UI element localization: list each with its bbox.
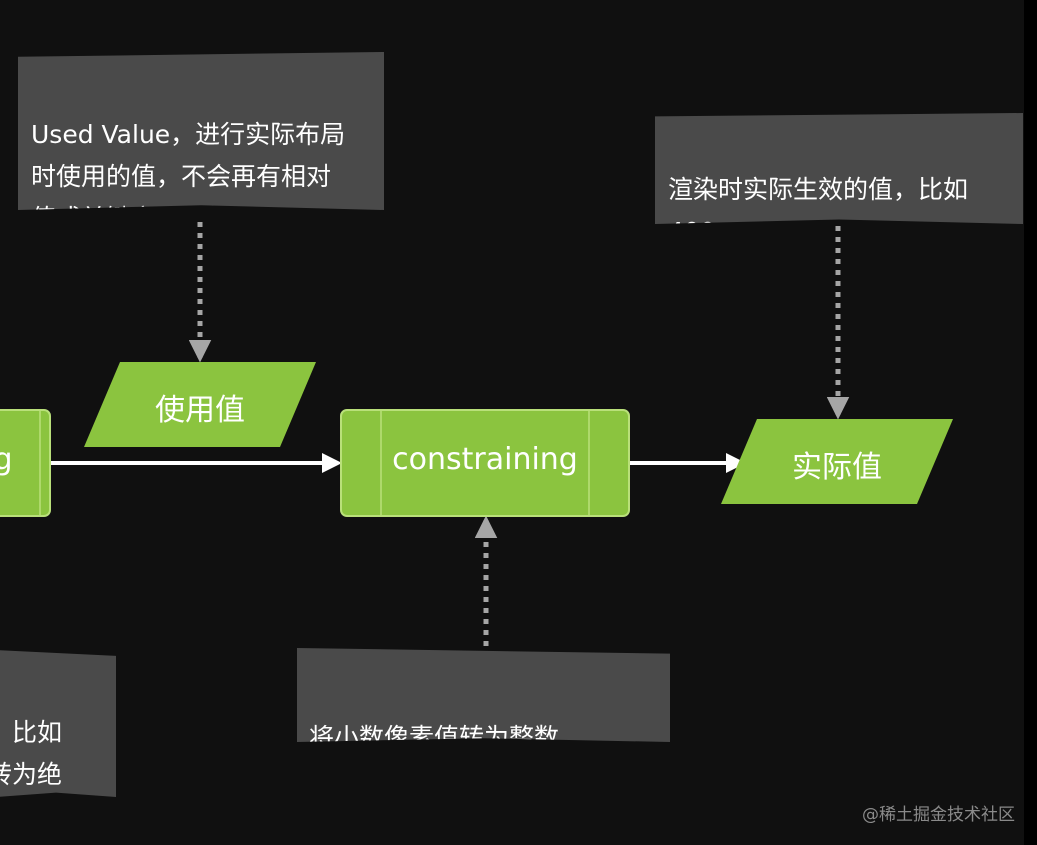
node-label-actual-value: 实际值 bbox=[792, 450, 882, 485]
node-label-left-partial: g bbox=[0, 442, 13, 477]
note-left-partial: 换，比如 部转为绝 bbox=[0, 650, 116, 797]
note-used-value: Used Value，进行实际布局 时使用的值，不会再有相对 值或关键字。比如 … bbox=[18, 52, 384, 210]
note-actual-value-text: 渲染时实际生效的值，比如 400px bbox=[668, 175, 969, 246]
right-edge-strip bbox=[1024, 0, 1037, 845]
data-node-actual-value bbox=[721, 419, 953, 504]
note-used-value-text: Used Value，进行实际布局 时使用的值，不会再有相对 值或关键字。比如 … bbox=[31, 120, 346, 233]
process-node-constraining bbox=[340, 409, 630, 517]
data-node-used-value bbox=[84, 362, 316, 447]
note-actual-value: 渲染时实际生效的值，比如 400px bbox=[655, 113, 1023, 224]
process-node-left-partial bbox=[0, 409, 51, 517]
node-label-constraining: constraining bbox=[392, 442, 578, 477]
note-constraining-text: 将小数像素值转为整数 bbox=[309, 723, 560, 752]
node-label-used-value: 使用值 bbox=[155, 393, 245, 428]
note-constraining: 将小数像素值转为整数 bbox=[297, 648, 670, 742]
note-left-partial-text: 换，比如 部转为绝 bbox=[0, 718, 63, 789]
watermark: @稀土掘金技术社区 bbox=[862, 805, 1015, 825]
